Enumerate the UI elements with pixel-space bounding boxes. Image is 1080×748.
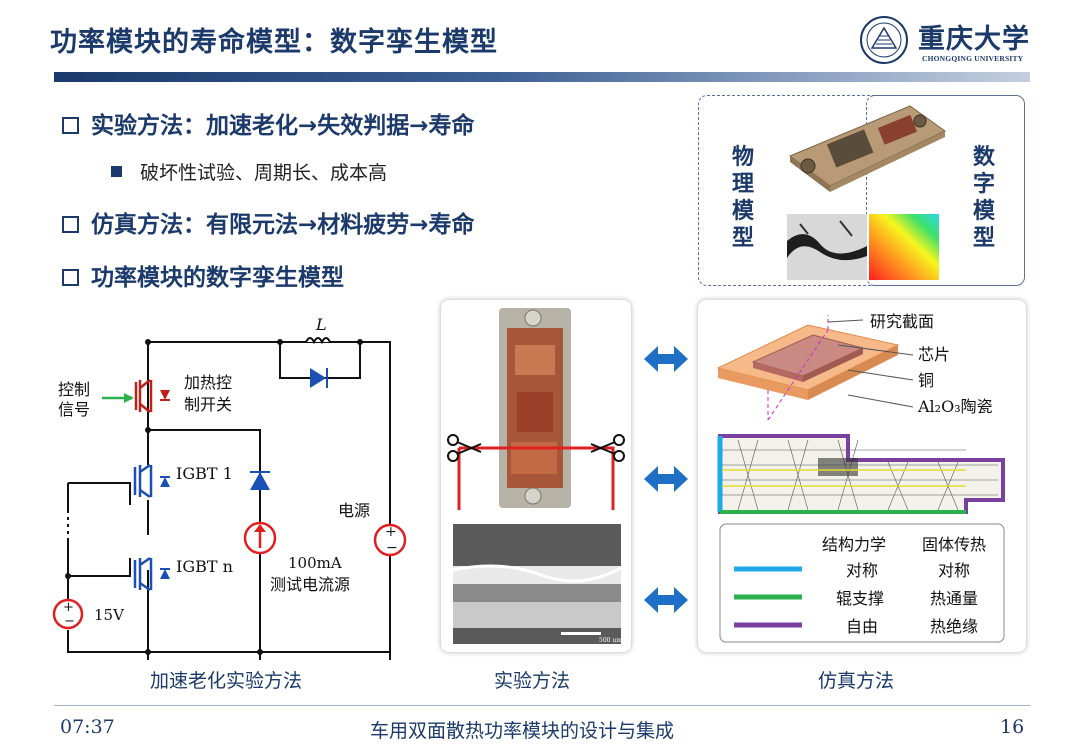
digital-model-box	[866, 95, 1025, 286]
legend-heat-2: 热绝缘	[930, 617, 978, 636]
bullet-text: 实验方法：加速老化→失效判据→寿命	[91, 113, 475, 139]
current-source-label-2: 测试电流源	[270, 575, 350, 594]
checkbox-bullet-icon	[62, 216, 79, 233]
heating-switch-label-1: 加热控	[184, 373, 232, 392]
bullet-text: 仿真方法：有限元法→材料疲劳→寿命	[91, 212, 475, 238]
page-number: 16	[1000, 716, 1025, 738]
svg-text:−: −	[64, 614, 75, 629]
heating-switch-label-2: 制开关	[184, 395, 232, 414]
chip-label: 芯片	[918, 345, 950, 364]
power-source-label: 电源	[338, 501, 370, 520]
igbtn-label: IGBT n	[176, 557, 233, 576]
double-arrow-icon	[644, 346, 688, 372]
bullet-digital-twin: 功率模块的数字孪生模型	[62, 258, 344, 292]
ceramic-label: Al₂O₃陶瓷	[917, 397, 993, 416]
university-logo: 重庆大学 CHONGQING UNIVERSITY	[858, 14, 1033, 68]
legend-mech-2: 自由	[846, 617, 878, 636]
legend-header-mech: 结构力学	[822, 535, 886, 554]
digital-model-label: 数字模型	[972, 145, 995, 251]
bullet-simulation: 仿真方法：有限元法→材料疲劳→寿命	[62, 205, 475, 239]
section-label: 研究截面	[870, 312, 934, 331]
checkbox-bullet-icon	[62, 269, 79, 286]
legend-mech-0: 对称	[846, 561, 878, 580]
svg-text:+: +	[63, 600, 74, 615]
inductor-label: L	[315, 315, 327, 334]
copper-label: 铜	[918, 371, 934, 390]
checkbox-bullet-icon	[62, 117, 79, 134]
logo-text: 重庆大学	[918, 24, 1030, 55]
legend-heat-1: 热通量	[930, 589, 978, 608]
sub-bullet: 破坏性试验、周期长、成本高	[111, 158, 387, 185]
footer-title: 车用双面散热功率模块的设计与集成	[370, 720, 675, 742]
university-seal-icon	[860, 16, 908, 64]
control-signal-label-2: 信号	[58, 400, 90, 419]
svg-text:+: +	[385, 524, 397, 540]
fem-model-image: 研究截面 芯片 铜 Al₂O₃陶瓷 结构力学 固体传热 对称 对称 辊支撑 热通…	[716, 312, 1005, 643]
logo-subtitle: CHONGQING UNIVERSITY	[922, 54, 1024, 63]
double-arrow-icon	[644, 466, 688, 492]
module-photo-image	[787, 105, 946, 280]
header-rule	[54, 72, 1030, 82]
igbt1-label: IGBT 1	[176, 464, 233, 483]
experiment-photos-image: 500 um	[447, 308, 625, 644]
double-arrow-icon	[644, 587, 688, 613]
legend-mech-1: 辊支撑	[836, 589, 884, 608]
bullet-text: 功率模块的数字孪生模型	[91, 265, 344, 291]
caption-experiment: 实验方法	[494, 670, 571, 692]
svg-text:−: −	[386, 540, 398, 556]
legend-heat-0: 对称	[938, 561, 970, 580]
square-bullet-icon	[111, 166, 122, 177]
caption-circuit: 加速老化实验方法	[150, 670, 303, 692]
legend-header-heat: 固体传热	[922, 535, 986, 554]
caption-simulation: 仿真方法	[818, 670, 895, 692]
footer-time: 07:37	[60, 716, 115, 738]
bullet-experiment: 实验方法：加速老化→失效判据→寿命	[62, 106, 475, 140]
footer-rule	[54, 705, 1030, 706]
current-source-label-1: 100mA	[288, 554, 342, 572]
accelerated-aging-circuit-diagram: L 控制 信号 加热控 制开关 IGBT 1 IGBT n 100mA 测试电流…	[52, 315, 407, 660]
15v-label: 15V	[94, 606, 125, 624]
scale-bar-label: 500 um	[599, 637, 622, 644]
sub-bullet-text: 破坏性试验、周期长、成本高	[140, 162, 388, 184]
physical-model-label: 物理模型	[731, 145, 754, 251]
control-signal-label-1: 控制	[58, 380, 90, 399]
page-title: 功率模块的寿命模型：数字孪生模型	[50, 27, 498, 58]
